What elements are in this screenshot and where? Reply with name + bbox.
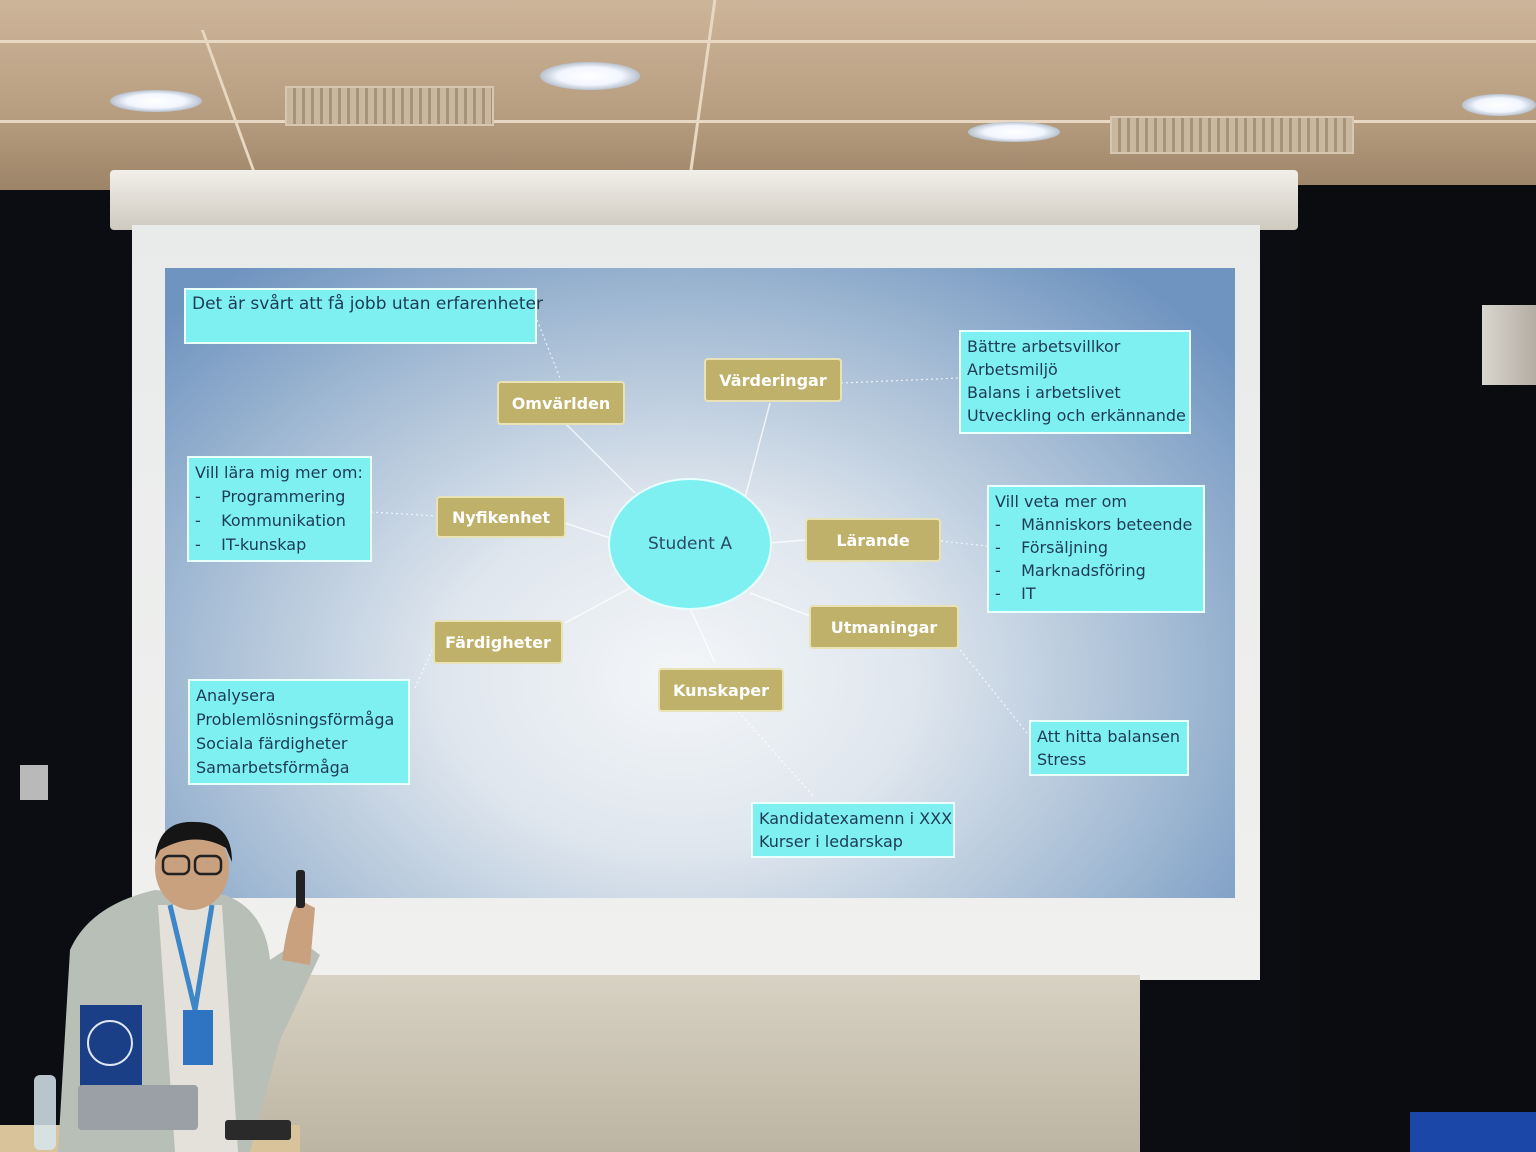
screen-wall-panel bbox=[240, 975, 1140, 1152]
tag-fardigheter: Färdigheter bbox=[433, 620, 563, 664]
box-line: - Försäljning bbox=[995, 538, 1109, 557]
tag-omvarlden: Omvärlden bbox=[497, 381, 625, 425]
connector-utmaningar bbox=[749, 592, 816, 619]
box-line: - IT bbox=[995, 584, 1036, 603]
blue-chair bbox=[1410, 1112, 1536, 1152]
box-line: Arbetsmiljö bbox=[967, 360, 1058, 379]
connector-fardigheter bbox=[564, 587, 631, 624]
id-badge bbox=[183, 1010, 213, 1065]
box-line: - Programmering bbox=[195, 487, 346, 506]
mind-map-slide: Student A Omvärlden Värderingar Nyfikenh… bbox=[165, 268, 1235, 898]
connector-lines bbox=[370, 319, 1028, 799]
box-line: Vill lära mig mer om: bbox=[195, 463, 363, 482]
presenter-face bbox=[155, 826, 229, 910]
box-line: Det är svårt att få jobb utan erfarenhet… bbox=[192, 294, 543, 314]
box-line: Kurser i ledarskap bbox=[759, 832, 903, 851]
box-line: Utveckling och erkännande bbox=[967, 406, 1186, 425]
box-nyfikenhet: Vill lära mig mer om: - Programmering - … bbox=[187, 456, 372, 562]
ceiling-light bbox=[110, 90, 202, 112]
box-line: Problemlösningsförmåga bbox=[196, 710, 395, 729]
box-line: - Människors beteende bbox=[995, 515, 1193, 534]
ceiling-grid-line bbox=[0, 120, 1536, 123]
box-line: - IT-kunskap bbox=[195, 535, 307, 554]
box-line: Bättre arbetsvillkor bbox=[967, 337, 1121, 356]
center-node: Student A bbox=[608, 478, 772, 610]
dotted-fardigheter bbox=[414, 647, 434, 689]
connector-kunskaper bbox=[689, 607, 716, 664]
ceiling-light bbox=[540, 62, 640, 90]
ceiling-light bbox=[1462, 94, 1536, 116]
ceiling-vent bbox=[1110, 116, 1354, 154]
glasses-icon bbox=[161, 854, 191, 876]
box-line: - Kommunikation bbox=[195, 511, 346, 530]
ceiling-grid-line bbox=[0, 40, 1536, 43]
box-line: - Marknadsföring bbox=[995, 561, 1146, 580]
connector-varderingar bbox=[744, 402, 771, 499]
flag-emblem bbox=[87, 1020, 133, 1066]
box-line: Samarbetsförmåga bbox=[196, 758, 350, 777]
wall-speaker bbox=[1482, 305, 1536, 385]
box-line: Kandidatexamenn i XXX bbox=[759, 809, 953, 828]
box-line: Stress bbox=[1037, 750, 1087, 769]
box-utmaningar: Att hitta balansen Stress bbox=[1029, 720, 1189, 776]
remote-clicker-icon bbox=[296, 870, 305, 908]
presenter-hair bbox=[155, 821, 232, 862]
box-line: Sociala färdigheter bbox=[196, 734, 348, 753]
tag-utmaningar: Utmaningar bbox=[809, 605, 959, 649]
lanyard bbox=[192, 904, 215, 1011]
tag-nyfikenhet: Nyfikenhet bbox=[436, 496, 566, 538]
box-fardigheter: Analysera Problemlösningsförmåga Sociala… bbox=[188, 679, 410, 785]
laptop bbox=[78, 1085, 198, 1130]
ceiling-vent bbox=[285, 86, 494, 126]
dotted-nyfikenhet bbox=[370, 511, 438, 517]
dotted-kunskaper bbox=[734, 707, 816, 799]
box-larande: Vill veta mer om - Människors beteende -… bbox=[987, 485, 1205, 613]
screen-housing bbox=[110, 170, 1298, 230]
glasses-icon bbox=[193, 854, 223, 876]
box-line: Balans i arbetslivet bbox=[967, 383, 1121, 402]
tag-kunskaper: Kunskaper bbox=[658, 668, 784, 712]
box-line: Att hitta balansen bbox=[1037, 727, 1180, 746]
connector-larande bbox=[769, 539, 806, 544]
dotted-utmaningar bbox=[956, 645, 1028, 734]
box-line: Vill veta mer om bbox=[995, 492, 1127, 511]
lanyard bbox=[167, 904, 198, 1011]
box-line: Analysera bbox=[196, 686, 276, 705]
presenter-hand bbox=[282, 900, 315, 965]
tag-larande: Lärande bbox=[805, 518, 941, 562]
dotted-omvarlden bbox=[536, 319, 561, 379]
notebook bbox=[225, 1120, 291, 1140]
ceiling bbox=[0, 0, 1536, 190]
box-omvarlden: Det är svårt att få jobb utan erfarenhet… bbox=[184, 288, 543, 344]
tag-varderingar: Värderingar bbox=[704, 358, 842, 402]
ceiling-light bbox=[968, 122, 1060, 142]
wall-switch bbox=[20, 765, 48, 800]
water-bottle bbox=[34, 1075, 56, 1150]
box-varderingar: Bättre arbetsvillkor Arbetsmiljö Balans … bbox=[959, 330, 1191, 434]
connector-omvarlden bbox=[559, 417, 636, 494]
connector-nyfikenhet bbox=[564, 522, 611, 539]
box-kunskaper: Kandidatexamenn i XXX Kurser i ledarskap bbox=[751, 802, 955, 858]
